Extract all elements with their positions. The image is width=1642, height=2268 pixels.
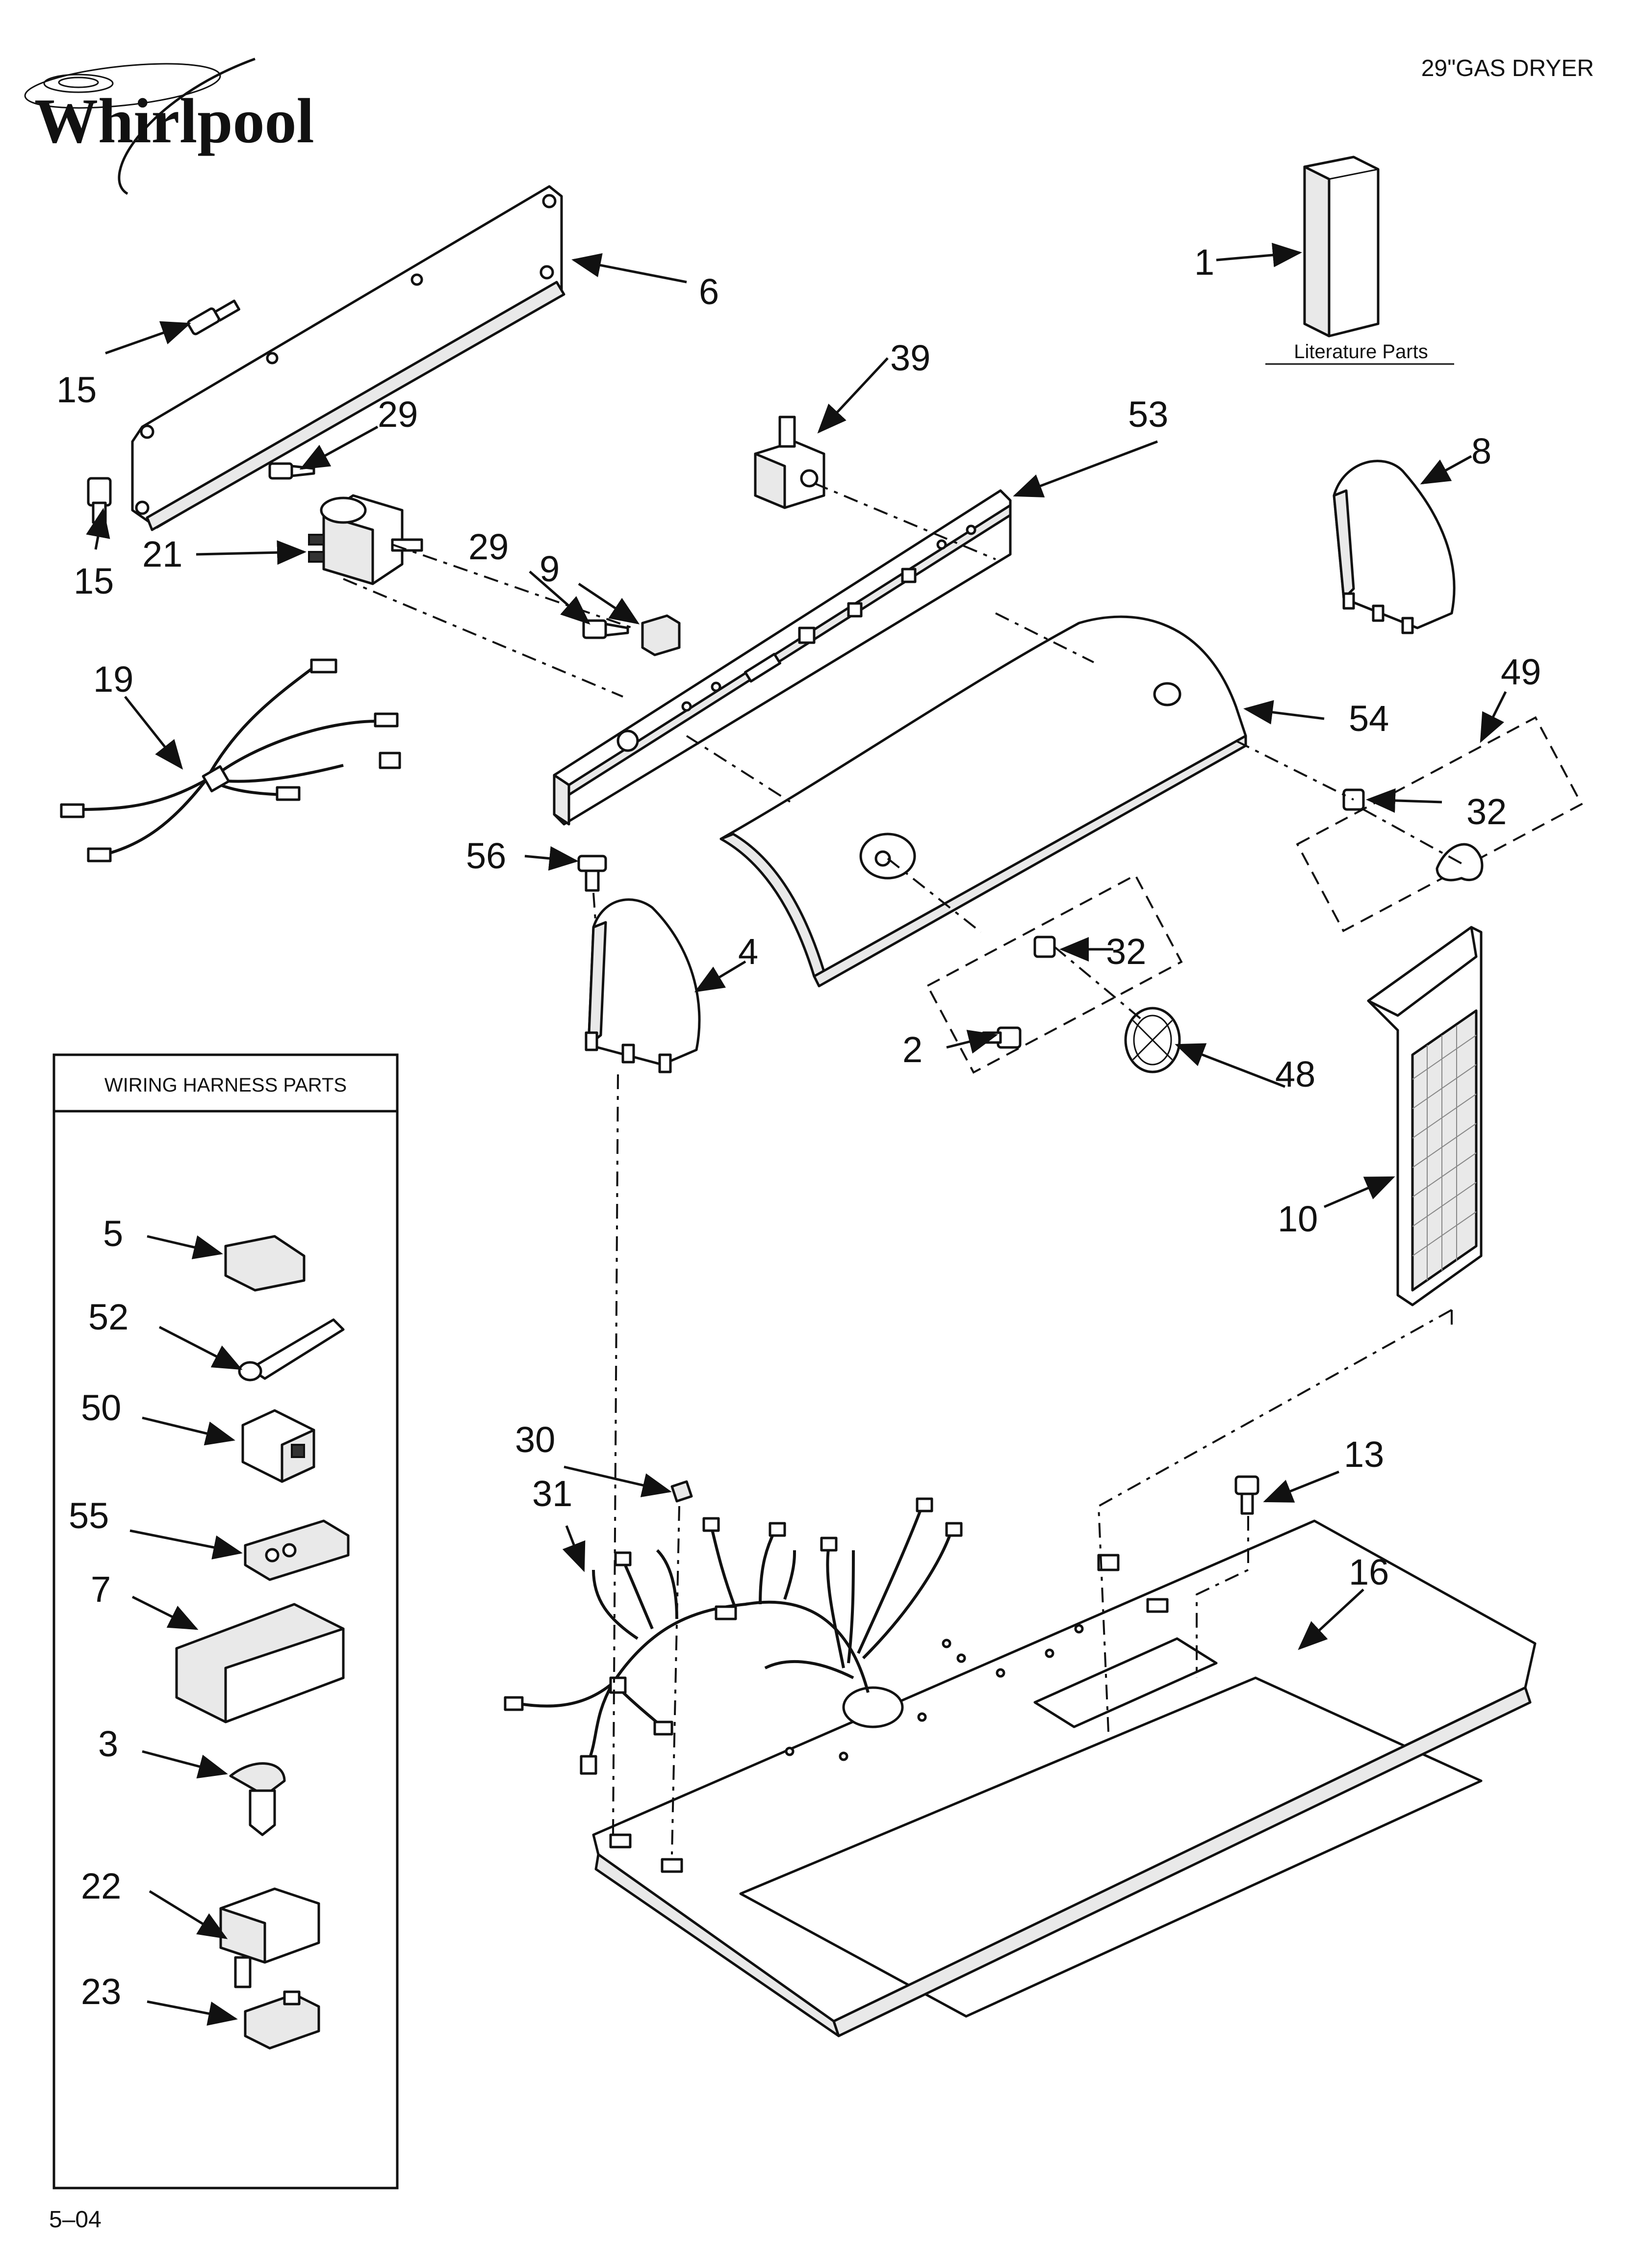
callout-19: 19 [93, 659, 133, 700]
connector-5 [224, 1235, 306, 1292]
wiring-harness-box [52, 1053, 399, 2190]
callout-5: 5 [103, 1213, 123, 1254]
callout-15-lower: 15 [74, 561, 114, 601]
callout-52: 52 [88, 1297, 128, 1337]
screw-29-lower [582, 619, 629, 639]
callout-13: 13 [1344, 1434, 1384, 1475]
callout-23: 23 [81, 1971, 121, 2012]
callout-10: 10 [1278, 1199, 1318, 1239]
literature-booklet [1303, 156, 1380, 338]
connector-55 [244, 1519, 350, 1581]
callout-49: 49 [1501, 652, 1541, 692]
callout-29-upper: 29 [378, 394, 418, 435]
callout-30: 30 [515, 1419, 555, 1460]
terminal-52 [238, 1318, 345, 1382]
end-cap-8 [1333, 460, 1456, 634]
callout-15-upper: 15 [56, 369, 97, 410]
date-code: 5–04 [49, 2207, 102, 2233]
screw-56 [577, 855, 607, 892]
connector-7 [175, 1603, 345, 1723]
connector-23 [244, 1990, 320, 2050]
timer-21 [308, 494, 423, 585]
callout-21: 21 [142, 534, 182, 574]
callout-4: 4 [738, 931, 758, 972]
callout-31: 31 [532, 1473, 572, 1514]
callout-6: 6 [699, 271, 719, 312]
callout-39: 39 [890, 338, 930, 378]
main-harness-31 [504, 1497, 963, 1775]
callout-53: 53 [1128, 394, 1168, 435]
lint-screen-10 [1367, 926, 1483, 1306]
callout-50: 50 [81, 1387, 121, 1428]
callout-48: 48 [1275, 1054, 1315, 1095]
callout-55: 55 [69, 1495, 109, 1536]
callout-7: 7 [91, 1569, 111, 1610]
callout-22: 22 [81, 1866, 121, 1906]
callout-56: 56 [466, 835, 506, 876]
screw-15-upper [187, 299, 240, 336]
callout-54: 54 [1349, 698, 1389, 739]
top-panel-16 [592, 1519, 1537, 2037]
switch-9 [641, 614, 681, 656]
wiring-harness-title: WIRING HARNESS PARTS [104, 1074, 347, 1096]
clip-3 [229, 1762, 286, 1836]
spring-32-lower [1033, 936, 1056, 958]
clip-30 [670, 1480, 693, 1503]
whirlpool-logo: Whirlpool [24, 57, 314, 195]
screw-13 [1234, 1475, 1259, 1515]
console-cover-54 [719, 615, 1247, 988]
model-title: 29"GAS DRYER [1421, 55, 1594, 81]
callout-9: 9 [539, 548, 560, 589]
connector-22 [219, 1887, 320, 1988]
callout-29-lower: 29 [468, 526, 509, 567]
callout-1: 1 [1194, 242, 1214, 283]
knob-48 [1124, 1007, 1181, 1073]
wire-harness-19 [60, 658, 401, 862]
switch-39 [754, 416, 825, 509]
screw-15-lower [87, 477, 112, 524]
connector-50 [241, 1409, 315, 1483]
callout-16: 16 [1349, 1552, 1389, 1592]
callout-3: 3 [98, 1723, 118, 1764]
callout-8: 8 [1471, 431, 1491, 471]
callout-2: 2 [902, 1029, 923, 1070]
callout-32-upper: 32 [1466, 791, 1507, 832]
literature-parts-label: Literature Parts [1294, 341, 1428, 363]
callout-32-lower: 32 [1106, 931, 1146, 972]
rear-control-panel [131, 185, 565, 531]
brand-wordmark: Whirlpool [34, 86, 314, 156]
console-53 [553, 489, 1012, 826]
end-cap-4 [585, 898, 701, 1073]
